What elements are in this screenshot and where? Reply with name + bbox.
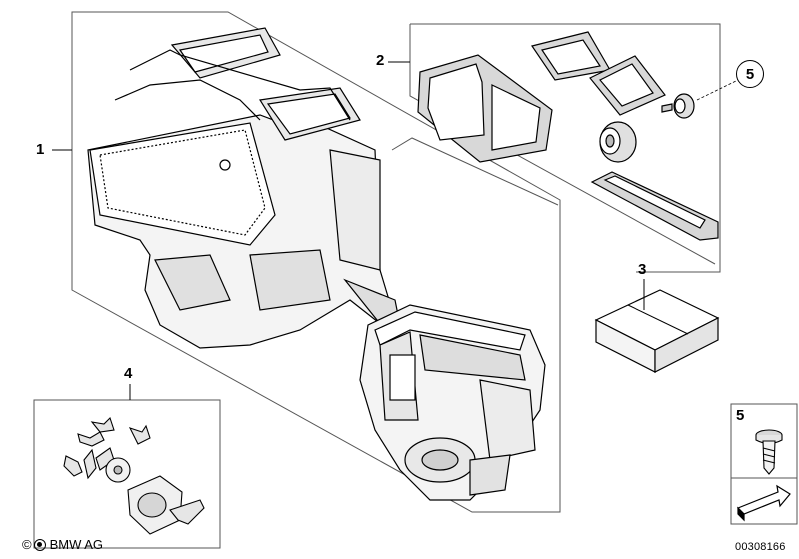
callout-label-1[interactable]: 1 bbox=[36, 141, 45, 158]
seal-illustrations bbox=[417, 31, 719, 241]
image-number: 00308166 bbox=[735, 541, 786, 553]
copyright-text: BMW AG bbox=[49, 537, 104, 552]
screw-panel-frame bbox=[730, 403, 798, 525]
callout-label-4[interactable]: 4 bbox=[124, 365, 133, 382]
seal-set-frame-left bbox=[409, 24, 716, 265]
callout-label-5-screw[interactable]: 5 bbox=[736, 407, 745, 424]
callout-5-text: 5 bbox=[745, 65, 755, 83]
assembly-frame bbox=[71, 11, 561, 513]
callout-label-2[interactable]: 2 bbox=[376, 52, 385, 69]
callout-label-3[interactable]: 3 bbox=[638, 261, 647, 278]
copyright-symbol: © bbox=[22, 537, 32, 552]
bmw-logo-icon bbox=[33, 538, 46, 551]
blower-unit-illustration bbox=[359, 304, 546, 501]
linkage-illustrations bbox=[63, 416, 205, 535]
leader-5-top bbox=[696, 79, 739, 101]
linkage-kit-frame bbox=[33, 399, 221, 549]
blower-subframe bbox=[391, 137, 559, 206]
repair-kit-box-illustration bbox=[594, 289, 720, 373]
seal-set-frame bbox=[410, 23, 721, 273]
copyright-notice: © BMW AG bbox=[22, 537, 103, 552]
direction-arrow-icon bbox=[736, 484, 791, 522]
callout-label-5-circled[interactable]: 5 bbox=[736, 60, 764, 88]
screw-illustration bbox=[755, 429, 783, 475]
hvac-housing-illustration bbox=[87, 27, 401, 349]
